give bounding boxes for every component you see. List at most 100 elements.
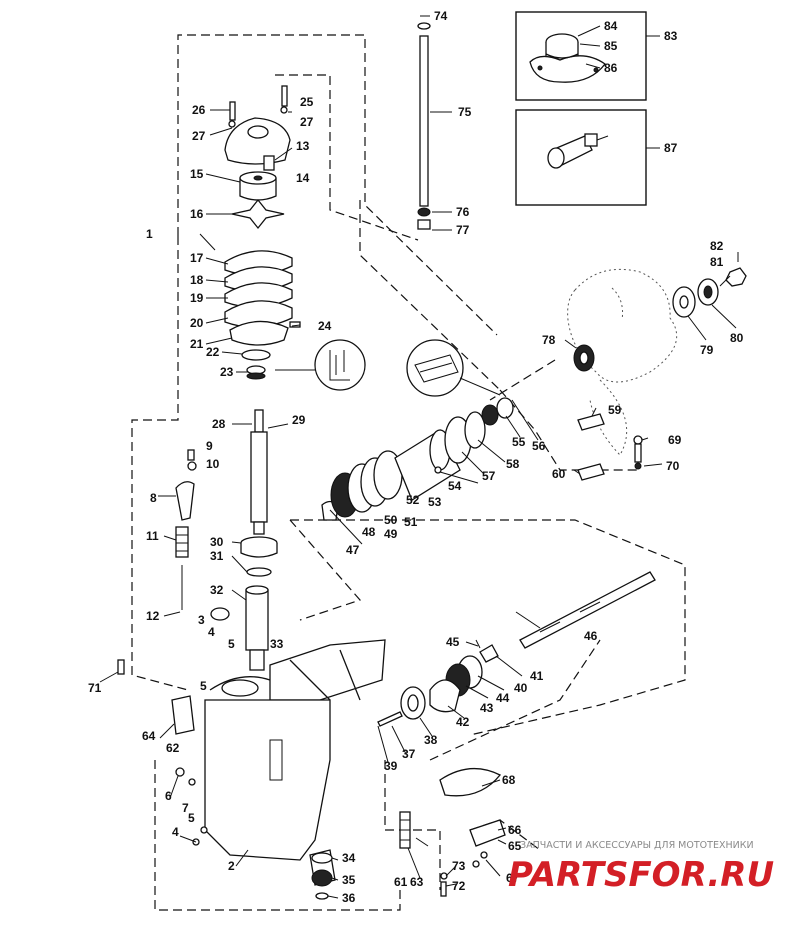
part-label-20: 20: [190, 316, 204, 330]
part-label-38: 38: [424, 733, 438, 747]
trim-tab-bracket: [469, 819, 506, 868]
part-label-37: 37: [402, 747, 416, 761]
part-label-36: 36: [342, 891, 356, 905]
part-label-32: 32: [210, 583, 224, 597]
part-label-67: 67: [506, 871, 520, 885]
part-label-49: 49: [384, 527, 398, 541]
part-label-30: 30: [210, 535, 224, 549]
part-label-39: 39: [384, 759, 398, 773]
part-label-57: 57: [482, 469, 496, 483]
part-label-10: 10: [206, 457, 220, 471]
part-label-72: 72: [452, 879, 466, 893]
prop-hardware: [573, 252, 747, 372]
part-label-71: 71: [88, 681, 102, 695]
part-label-14: 14: [296, 171, 310, 185]
part-label-53: 53: [428, 495, 442, 509]
part-label-29: 29: [292, 413, 306, 427]
part-label-17: 17: [190, 251, 204, 265]
part-label-73: 73: [452, 859, 466, 873]
part-label-15: 15: [190, 167, 204, 181]
part-label-61: 61: [394, 875, 408, 889]
insert-box-water-pump-base: [515, 11, 647, 101]
part-label-62: 62: [166, 741, 180, 755]
water-pump-stack: [224, 85, 301, 380]
part-label-7: 7: [182, 801, 189, 815]
part-label-85: 85: [604, 39, 618, 53]
propeller-shaft: [475, 571, 656, 663]
part-label-16: 16: [190, 207, 204, 221]
part-label-52: 52: [406, 493, 420, 507]
part-label-4a: 4: [208, 625, 215, 639]
part-label-5a: 5: [228, 637, 235, 651]
watermark-logo: PARTSFOR.RU: [508, 855, 774, 895]
part-label-23: 23: [220, 365, 234, 379]
part-label-43: 43: [480, 701, 494, 715]
part-label-64: 64: [142, 729, 156, 743]
part-label-60: 60: [552, 467, 566, 481]
part-label-78: 78: [542, 333, 556, 347]
part-label-54: 54: [448, 479, 462, 493]
part-label-45: 45: [446, 635, 460, 649]
part-label-75: 75: [458, 105, 472, 119]
part-label-68: 68: [502, 773, 516, 787]
part-label-50: 50: [384, 513, 398, 527]
part-label-51: 51: [404, 515, 418, 529]
part-label-63: 63: [410, 875, 424, 889]
watermark: ЗАПЧАСТИ И АКСЕССУАРЫ ДЛЯ МОТОТЕХНИКИ PA…: [508, 840, 774, 895]
part-label-79: 79: [700, 343, 714, 357]
part-label-34: 34: [342, 851, 356, 865]
part-label-28: 28: [212, 417, 226, 431]
assembly-boundary-lines: [131, 34, 686, 911]
part-label-80: 80: [730, 331, 744, 345]
part-label-76: 76: [456, 205, 470, 219]
insert-box-sensor: [515, 109, 647, 206]
part-label-11: 11: [146, 529, 159, 543]
part-label-12: 12: [146, 609, 160, 623]
part-label-8: 8: [150, 491, 157, 505]
part-label-1: 1: [146, 227, 153, 241]
shift-rod: [417, 22, 431, 230]
part-label-77: 77: [456, 223, 470, 237]
shift-linkage: [175, 449, 230, 621]
part-label-70: 70: [666, 459, 680, 473]
bearing-carrier-assembly: [321, 397, 514, 521]
part-label-26: 26: [192, 103, 206, 117]
part-label-13: 13: [296, 139, 310, 153]
part-label-56: 56: [532, 439, 546, 453]
part-label-18: 18: [190, 273, 204, 287]
part-label-41: 41: [530, 669, 544, 683]
part-label-66: 66: [508, 823, 522, 837]
part-label-40: 40: [514, 681, 528, 695]
part-label-35: 35: [342, 873, 356, 887]
part-label-65: 65: [508, 839, 522, 853]
part-label-31: 31: [210, 549, 224, 563]
part-label-48: 48: [362, 525, 376, 539]
forward-gear-assembly: [377, 655, 502, 797]
part-label-6: 6: [165, 789, 172, 803]
part-label-5c: 5: [188, 811, 195, 825]
part-number-labels: 1 2 3 4 4 5 5 5 6 7 8 9 10 11 12 13 14 1…: [88, 9, 744, 905]
part-label-58: 58: [506, 457, 520, 471]
part-label-59: 59: [608, 403, 622, 417]
part-label-83: 83: [664, 29, 678, 43]
part-label-21: 21: [190, 337, 204, 351]
leader-lines: [99, 15, 737, 899]
part-label-27b: 27: [300, 115, 314, 129]
part-label-19: 19: [190, 291, 204, 305]
part-label-69: 69: [668, 433, 682, 447]
part-label-3: 3: [198, 613, 205, 627]
part-label-24: 24: [318, 319, 332, 333]
propeller-outline: [567, 268, 678, 456]
part-label-87: 87: [664, 141, 678, 155]
part-label-44: 44: [496, 691, 510, 705]
part-label-33: 33: [270, 637, 284, 651]
part-label-4b: 4: [172, 825, 179, 839]
part-label-27a: 27: [192, 129, 206, 143]
part-label-84: 84: [604, 19, 618, 33]
part-label-82: 82: [710, 239, 724, 253]
part-label-86: 86: [604, 61, 618, 75]
drive-shaft: [240, 409, 289, 671]
part-label-25: 25: [300, 95, 314, 109]
